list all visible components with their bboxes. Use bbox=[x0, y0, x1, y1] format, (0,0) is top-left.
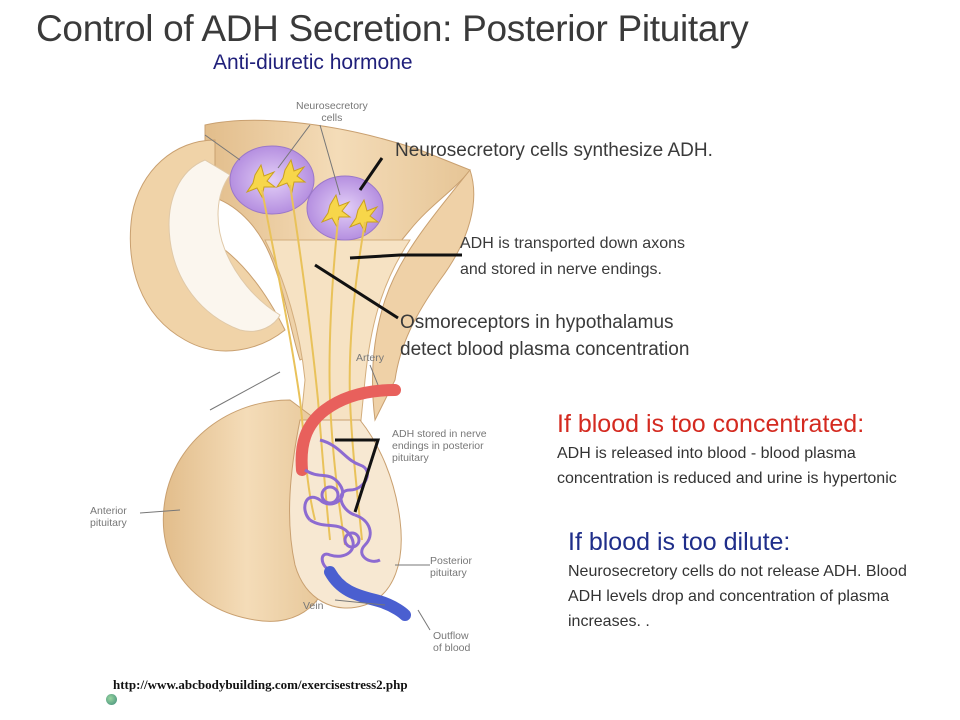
page-title: Control of ADH Secretion: Posterior Pitu… bbox=[36, 8, 749, 49]
callout-synthesize: Neurosecretory cells synthesize ADH. bbox=[395, 140, 713, 161]
label-posterior-line2: pituitary bbox=[430, 567, 467, 579]
label-posterior-pituitary: Posterior pituitary bbox=[430, 555, 472, 579]
leader-anterior bbox=[139, 509, 181, 514]
leader-tissue-low bbox=[209, 371, 281, 411]
callout-line-osmo bbox=[314, 263, 399, 320]
leader-outflow bbox=[417, 609, 431, 631]
callout-osmo-line1: Osmoreceptors in hypothalamus bbox=[400, 312, 674, 333]
concentrated-line1: ADH is released into blood - blood plasm… bbox=[557, 445, 856, 462]
label-anterior-pituitary: Anterior pituitary bbox=[90, 505, 127, 529]
callout-line-transport bbox=[349, 253, 462, 260]
leader-vein bbox=[334, 599, 386, 606]
leader-cells-right bbox=[319, 124, 341, 196]
neuron-star-3 bbox=[320, 193, 352, 229]
label-adh-stored: ADH stored in nerve endings in posterior… bbox=[392, 428, 487, 464]
label-neurosecretory-cells-line1: Neurosecretory bbox=[296, 100, 368, 112]
callout-line-synthesize bbox=[358, 157, 384, 191]
dilute-block: If blood is too dilute: Neurosecretory c… bbox=[568, 528, 907, 634]
anterior-pituitary-shape bbox=[162, 399, 331, 622]
callout-osmo-line2: detect blood plasma concentration bbox=[400, 339, 690, 360]
concentrated-block: If blood is too concentrated: ADH is rel… bbox=[557, 410, 897, 491]
dilute-line2: ADH levels drop and concentration of pla… bbox=[568, 588, 890, 605]
label-outflow-line2: of blood bbox=[433, 642, 471, 654]
label-neurosecretory-cells-line2: cells bbox=[321, 112, 343, 124]
capillary-loop-1 bbox=[320, 485, 340, 505]
label-neurosecretory-cells: Neurosecretory cells bbox=[296, 100, 368, 124]
globe-icon bbox=[106, 694, 117, 705]
dilute-line1: Neurosecretory cells do not release ADH.… bbox=[568, 563, 907, 580]
callout-line-stored bbox=[335, 438, 381, 513]
leader-artery bbox=[369, 364, 379, 386]
label-anterior-line1: Anterior bbox=[90, 505, 127, 517]
label-outflow-line1: Outflow bbox=[433, 630, 469, 642]
leader-tissue-left bbox=[204, 134, 241, 161]
cell-body-left bbox=[229, 145, 315, 215]
label-adh-stored-line2: endings in posterior bbox=[392, 440, 484, 452]
capillary-1 bbox=[303, 468, 344, 522]
axon-2 bbox=[289, 184, 331, 541]
capillary-4 bbox=[354, 513, 381, 563]
label-vein: Vein bbox=[303, 600, 324, 612]
callout-transport-line2: and stored in nerve endings. bbox=[460, 261, 662, 278]
callout-transport-line1: ADH is transported down axons bbox=[460, 235, 685, 252]
neuron-star-1 bbox=[245, 163, 277, 199]
capillary-3 bbox=[309, 518, 355, 574]
source-url: http://www.abcbodybuilding.com/exercises… bbox=[113, 677, 408, 692]
label-adh-stored-line3: pituitary bbox=[392, 452, 429, 464]
label-adh-stored-line1: ADH stored in nerve bbox=[392, 428, 487, 440]
axon-1 bbox=[261, 189, 316, 521]
neuron-star-4 bbox=[348, 198, 380, 234]
dilute-heading: If blood is too dilute: bbox=[568, 528, 791, 556]
concentrated-line2: concentration is reduced and urine is hy… bbox=[557, 470, 897, 487]
dilute-line3: increases. . bbox=[568, 613, 650, 630]
optic-white-band bbox=[168, 159, 281, 332]
label-outflow: Outflow of blood bbox=[433, 630, 470, 654]
label-anterior-line2: pituitary bbox=[90, 517, 127, 529]
neuron-star-2 bbox=[275, 158, 307, 194]
label-posterior-line1: Posterior bbox=[430, 555, 473, 567]
callout-transport: ADH is transported down axons and stored… bbox=[460, 231, 685, 283]
concentrated-heading: If blood is too concentrated: bbox=[557, 410, 865, 438]
artery-vessel bbox=[295, 384, 401, 476]
callout-osmoreceptors: Osmoreceptors in hypothalamus detect blo… bbox=[400, 309, 689, 363]
leader-cells-left bbox=[277, 124, 311, 169]
vein-vessel bbox=[324, 566, 411, 621]
capillary-loop-2 bbox=[343, 531, 361, 549]
page-subtitle: Anti-diuretic hormone bbox=[213, 51, 413, 74]
cell-body-right bbox=[306, 175, 384, 241]
label-artery: Artery bbox=[356, 352, 385, 364]
